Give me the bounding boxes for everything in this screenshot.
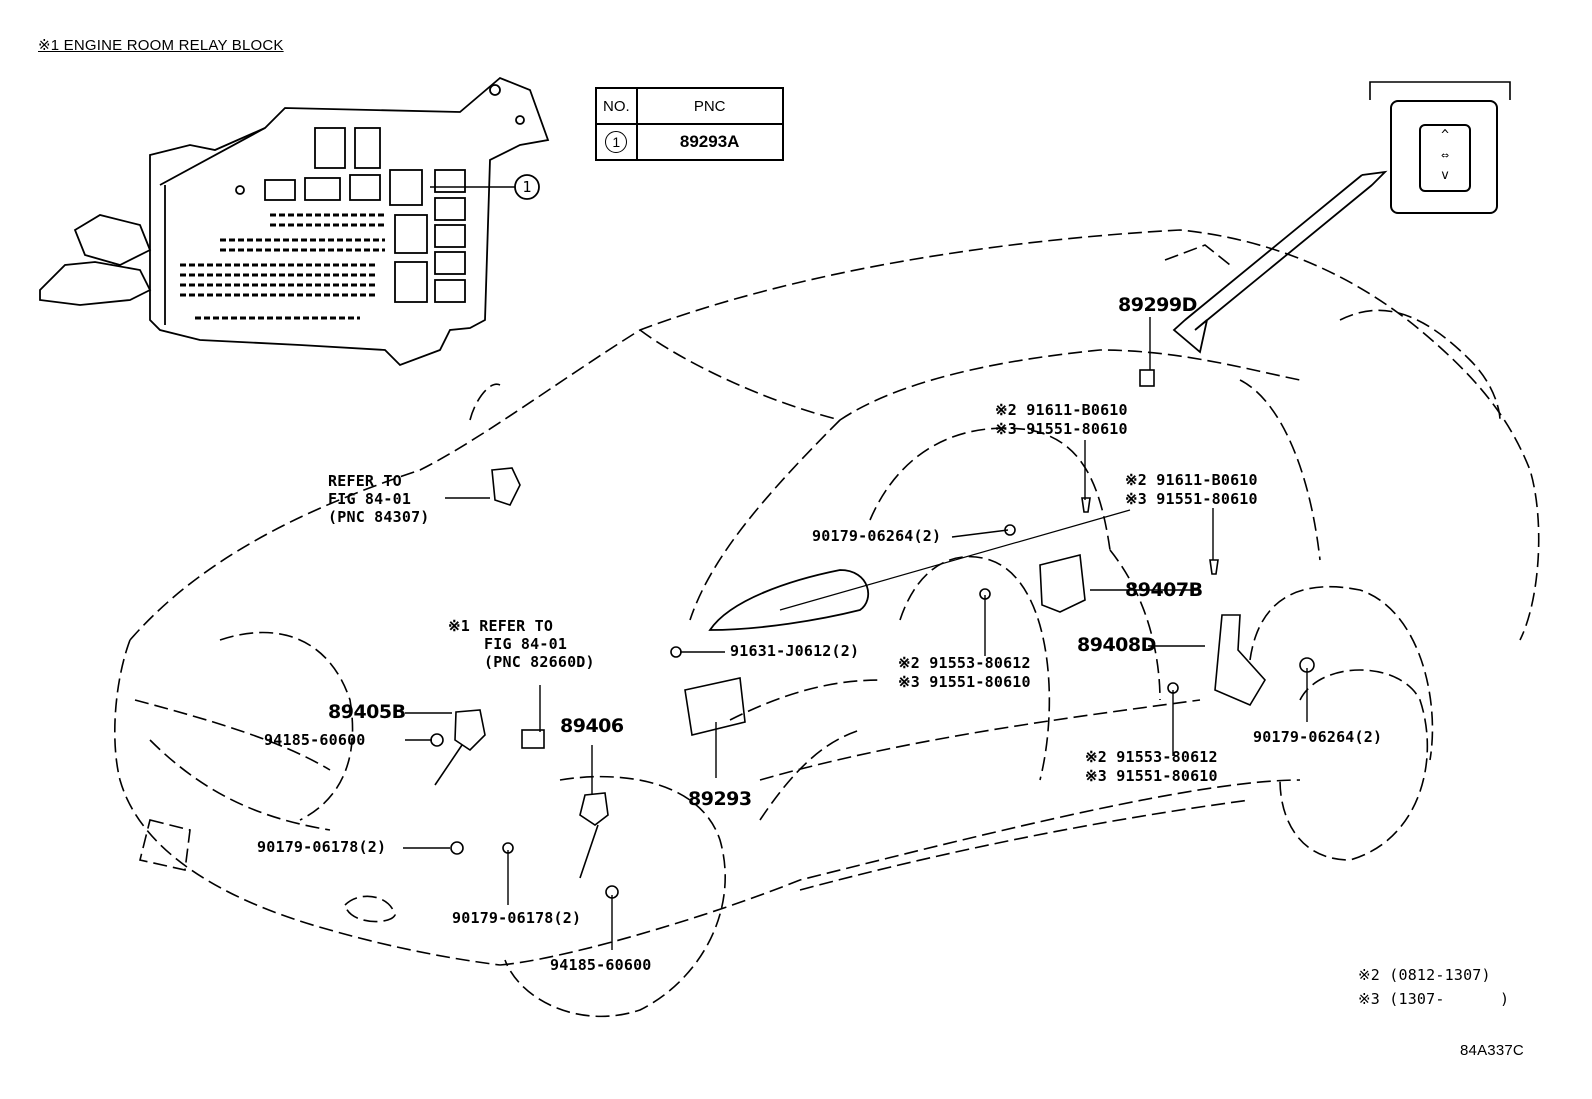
part-shapes: [430, 369, 1315, 899]
chevron-down-icon: v: [1441, 168, 1449, 183]
part-89408D: 89408D: [1077, 634, 1156, 656]
relay-block-illustration: [39, 76, 550, 367]
part-89405B: 89405B: [328, 701, 406, 723]
part-91631: 91631-J0612(2): [730, 642, 860, 660]
part-91553-a: ※2 91553-80612: [898, 654, 1031, 672]
pointer-arrow: [1172, 170, 1388, 354]
side-mirror: [708, 569, 870, 631]
part-91611-b: ※2 91611-B0610: [1125, 471, 1258, 489]
part-89406: 89406: [560, 715, 624, 737]
leader-lines: [403, 317, 1308, 950]
part-89407B: 89407B: [1125, 579, 1203, 601]
callout-number: 1: [522, 178, 532, 196]
part-89299D: 89299D: [1118, 294, 1197, 316]
vehicle-height-icon: ⇔: [1441, 148, 1449, 163]
switch-inset: ^ ⇔ v: [1390, 100, 1498, 214]
refer-note-2: ※1 REFER TO FIG 84-01 (PNC 82660D): [448, 617, 595, 671]
relay-block-title: ※1 ENGINE ROOM RELAY BLOCK: [38, 37, 284, 54]
part-90179-06178-a: 90179-06178(2): [257, 838, 387, 856]
part-90179-06264-b: 90179-06264(2): [1253, 728, 1383, 746]
part-91551-a: ※3 91551-80610: [995, 420, 1128, 438]
column-header-no: NO.: [595, 87, 638, 125]
part-91611-a: ※2 91611-B0610: [995, 401, 1128, 419]
figure-code: 84A337C: [1460, 1042, 1524, 1059]
refer-note-1: REFER TO FIG 84-01 (PNC 84307): [328, 472, 430, 526]
table-row: 1 89293A: [595, 123, 784, 161]
row-number: 1: [595, 123, 638, 161]
part-91551-b: ※3 91551-80610: [1125, 490, 1258, 508]
part-91551-c: ※3 91551-80610: [898, 673, 1031, 691]
part-91551-d: ※3 91551-80610: [1085, 767, 1218, 785]
part-89293: 89293: [688, 788, 752, 810]
chevron-up-icon: ^: [1441, 128, 1449, 143]
vehicle-outline: [114, 229, 1540, 1018]
table-header-row: NO. PNC: [595, 87, 784, 125]
part-90179-06178-b: 90179-06178(2): [452, 909, 582, 927]
height-control-switch: ^ ⇔ v: [1419, 124, 1471, 192]
column-header-pnc: PNC: [635, 87, 784, 125]
part-91553-b: ※2 91553-80612: [1085, 748, 1218, 766]
pnc-table: NO. PNC 1 89293A: [595, 87, 784, 161]
footnote-3: ※3 (1307- ): [1358, 990, 1510, 1008]
part-90179-06264-a: 90179-06264(2): [812, 527, 942, 545]
footnote-2: ※2 (0812-1307): [1358, 966, 1491, 984]
part-94185-a: 94185-60600: [264, 731, 366, 749]
part-94185-b: 94185-60600: [550, 956, 652, 974]
row-pnc: 89293A: [635, 123, 784, 161]
